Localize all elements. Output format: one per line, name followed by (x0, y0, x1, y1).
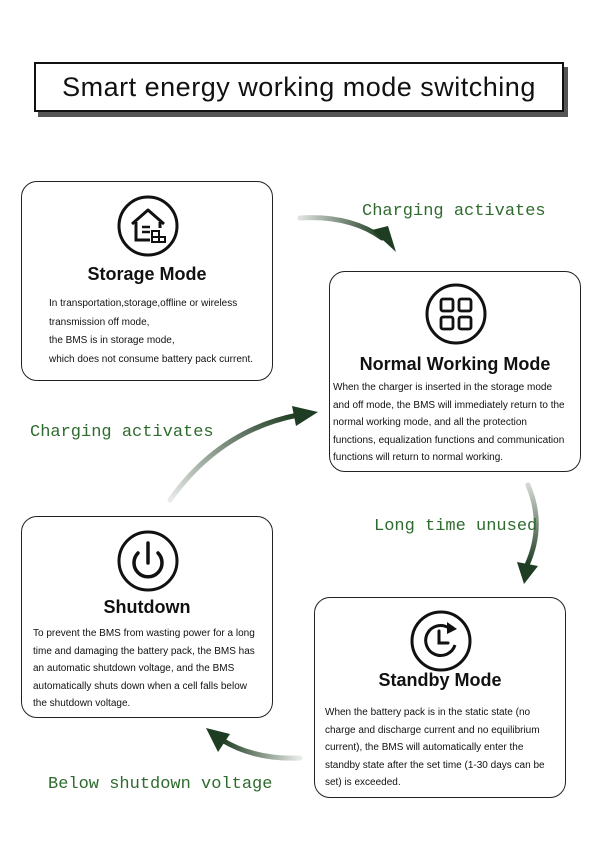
house-storage-icon (117, 195, 179, 257)
grid-four-squares-icon (425, 283, 487, 345)
description-line: the BMS is in storage mode, (49, 335, 175, 346)
title-box: Smart energy working mode switching (34, 62, 564, 112)
description-line: When the battery pack is in the static s… (325, 707, 531, 718)
arrow-normal-to-standby (517, 482, 539, 584)
description-line: transmission off mode, (49, 316, 150, 328)
arrow-storage-to-normal (297, 215, 396, 252)
standby-mode-card: Standby Mode When the battery pack is in… (314, 597, 566, 798)
description-line: which does not consume battery pack curr… (49, 353, 253, 365)
shutdown-description: To prevent the BMS from wasting power fo… (33, 625, 255, 713)
description-line: When the charger is inserted in the stor… (333, 382, 553, 393)
storage-mode-description: In transportation,storage,offline or wir… (49, 295, 253, 369)
label-storage-to-normal: Charging activates (362, 202, 546, 221)
storage-mode-card: Storage Mode In transportation,storage,o… (21, 181, 273, 381)
description-line: charge and discharge current and no equi… (325, 724, 540, 736)
storage-mode-title: Storage Mode (87, 264, 207, 284)
standby-mode-title: Standby Mode (378, 670, 502, 690)
description-line: automatically shuts down when a cell fal… (33, 680, 247, 692)
arrow-standby-to-shutdown (206, 728, 303, 761)
shutdown-card: Shutdown To prevent the BMS from wasting… (21, 516, 273, 718)
description-line: normal working mode, and all the protect… (333, 417, 527, 428)
description-line: and off mode, the BMS will immediately r… (333, 399, 565, 411)
power-icon (117, 530, 179, 592)
clock-refresh-icon (410, 610, 472, 672)
standby-mode-description: When the battery pack is in the static s… (325, 704, 545, 792)
normal-mode-title: Normal Working Mode (359, 354, 551, 374)
page-title: Smart energy working mode switching (62, 71, 536, 102)
label-normal-to-standby: Long time unused (374, 517, 538, 536)
description-line: the shutdown voltage. (33, 698, 131, 709)
description-line: In transportation,storage,offline or wir… (49, 298, 238, 309)
shutdown-title: Shutdown (103, 597, 191, 617)
description-line: time and damaging the battery pack, the … (33, 645, 255, 657)
description-line: functions, equalization functions and co… (333, 434, 565, 446)
label-shutdown-to-normal: Charging activates (30, 423, 214, 442)
description-line: current), the BMS will automatically ent… (325, 742, 524, 753)
normal-mode-description: When the charger is inserted in the stor… (333, 379, 565, 467)
normal-working-mode-card: Normal Working Mode When the charger is … (329, 271, 581, 472)
description-line: set) is exceeded. (325, 777, 401, 788)
description-line: standby state after the set time (1-30 d… (325, 759, 545, 771)
description-line: functions will return to normal working. (333, 452, 504, 463)
description-line: To prevent the BMS from wasting power fo… (33, 628, 255, 639)
arrow-shutdown-to-normal (167, 406, 318, 503)
description-line: an automatic shutdown voltage, and the B… (33, 663, 235, 674)
label-standby-to-shutdown: Below shutdown voltage (48, 775, 273, 794)
